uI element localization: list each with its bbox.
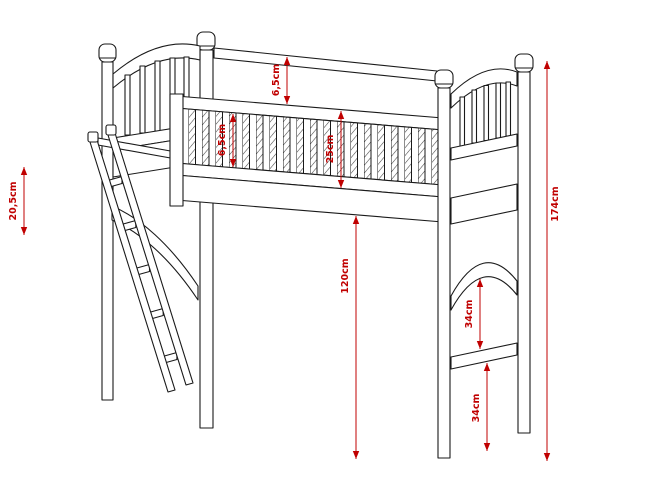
- dimension-label-ladder-rung-spacing: 20,5cm: [8, 181, 19, 220]
- dimension-label-overall-height: 174cm: [550, 186, 561, 221]
- front-right-post: [434, 69, 454, 459]
- headboard-arch: [112, 43, 201, 89]
- dimension-ladder-rung-spacing: 20,5cm: [8, 167, 28, 235]
- guard-rail-panel: [169, 93, 444, 223]
- dimension-label-slat-width: 6,5cm: [217, 124, 228, 156]
- bed-frame: [87, 31, 534, 459]
- ladder-rungs: [108, 175, 178, 364]
- back-right-post: [514, 53, 534, 434]
- footboard-lower-rail: [450, 133, 518, 161]
- rear-top-rail: [213, 47, 438, 82]
- dimension-label-under-bed-clearance: 120cm: [340, 258, 351, 293]
- right-stretcher-rail: [450, 342, 518, 370]
- guard-slats: [176, 108, 443, 185]
- dimension-label-top-rail-thickness: 6,5cm: [271, 64, 282, 96]
- ladder-hook-front: [87, 131, 99, 143]
- dimension-top-rail-thickness: 6,5cm: [271, 57, 291, 104]
- foot-end-platform-rail: [450, 183, 518, 225]
- dimension-label-guard-rail-height: 25cm: [325, 135, 336, 164]
- dimension-brace-to-stretcher: 34cm: [464, 279, 484, 349]
- back-left-post: [98, 43, 117, 401]
- dimension-label-stretcher-to-floor: 34cm: [471, 394, 482, 423]
- right-curved-brace: [450, 262, 518, 311]
- dimension-guard-rail-height: 25cm: [325, 111, 345, 188]
- dimension-slat-width: 6,5cm: [217, 114, 237, 167]
- dimension-stretcher-to-floor: 34cm: [471, 363, 491, 451]
- front-left-post: [196, 31, 216, 429]
- dimension-overall-height: 174cm: [543, 61, 561, 461]
- footboard-arch: [450, 68, 518, 109]
- ladder: [87, 124, 194, 393]
- dimension-annotations: 6,5cm 6,5cm 25cm 20,5cm 120cm 174cm 34cm: [8, 57, 561, 461]
- footboard: [450, 68, 518, 161]
- dimension-label-brace-to-stretcher: 34cm: [464, 300, 475, 329]
- ladder-hook-back: [105, 124, 117, 136]
- guard-left-stile: [169, 93, 184, 207]
- dimension-under-bed-clearance: 120cm: [340, 216, 360, 459]
